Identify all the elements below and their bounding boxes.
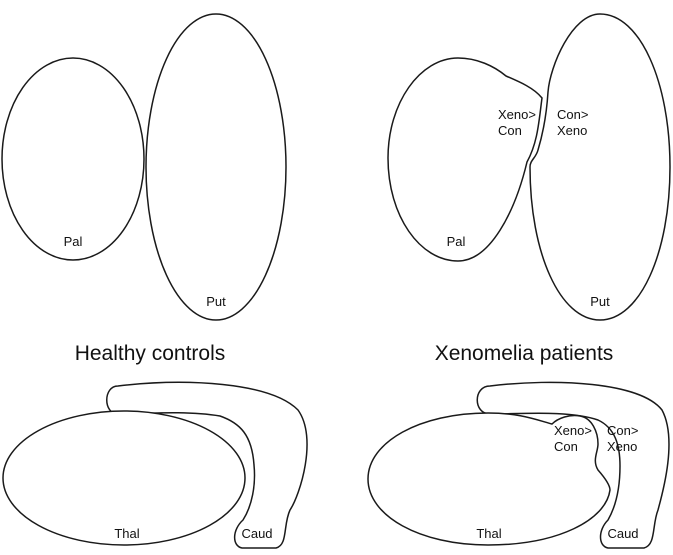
healthy-putamen-shape <box>145 13 287 321</box>
xenomelia-xeno-con-label-line2: Con <box>498 123 522 138</box>
healthy-controls-title: Healthy controls <box>75 342 226 365</box>
xenomelia-thalamus-shape <box>367 412 611 546</box>
xenomelia-con-xeno-label-line2: Xeno <box>557 123 587 138</box>
healthy-thal-label: Thal <box>114 526 139 541</box>
healthy-pal-label: Pal <box>64 234 83 249</box>
xenomelia-thal-label: Thal <box>476 526 501 541</box>
xenomelia-con-xeno-label-line1: Con> <box>557 107 588 122</box>
xenomelia-pallidum-shape <box>387 57 543 262</box>
xenomelia-xeno-con-label-line1: Xeno> <box>498 107 536 122</box>
xenomelia-caudate-shape <box>476 381 670 549</box>
xenomelia-putamen-shape <box>529 13 671 321</box>
healthy-thalamus-shape <box>2 410 246 546</box>
xenomelia-caud-con-xeno-label-line1: Con> <box>607 423 638 438</box>
xenomelia-caud-label: Caud <box>607 526 638 541</box>
xenomelia-thal-xeno-con-label-line1: Xeno> <box>554 423 592 438</box>
xenomelia-put-label: Put <box>590 294 610 309</box>
xenomelia-pal-put-panel: Xeno> Con Con> Xeno Pal Put <box>387 13 671 321</box>
xenomelia-patients-title: Xenomelia patients <box>435 342 614 365</box>
xenomelia-thal-caud-panel: Xeno> Con Con> Xeno Thal Caud <box>367 381 670 549</box>
xenomelia-thal-xeno-con-label-line2: Con <box>554 439 578 454</box>
healthy-put-label: Put <box>206 294 226 309</box>
healthy-pal-put-panel: Pal Put <box>1 13 287 321</box>
xenomelia-pal-label: Pal <box>447 234 466 249</box>
xenomelia-caud-con-xeno-label-line2: Xeno <box>607 439 637 454</box>
healthy-caud-label: Caud <box>241 526 272 541</box>
healthy-thal-caud-panel: Thal Caud <box>2 381 308 549</box>
healthy-pallidum-shape <box>1 57 145 261</box>
